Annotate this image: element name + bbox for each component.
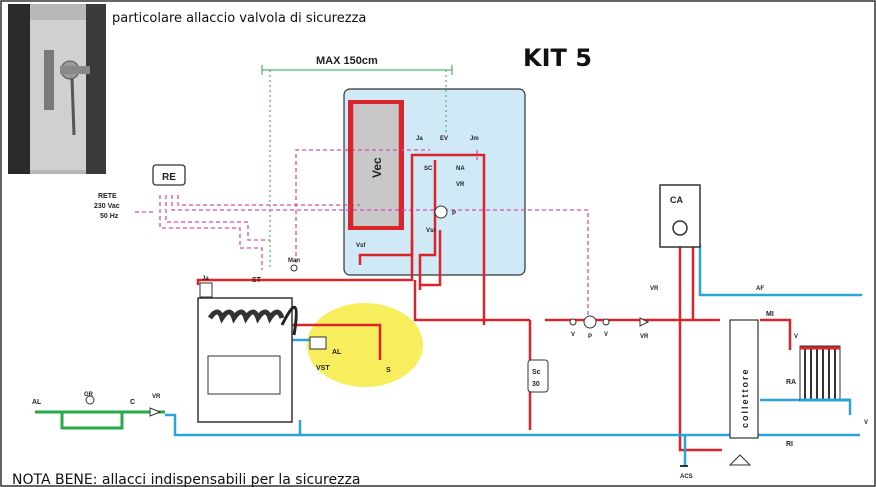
- manometer-icon: [290, 264, 298, 272]
- acs-label: ACS: [680, 474, 693, 480]
- sc30-device: [527, 359, 549, 393]
- valve-icon: [602, 318, 610, 326]
- vr-mid-label: VR: [640, 334, 649, 340]
- pump-top-icon: [434, 205, 448, 219]
- gauge-icon: [85, 395, 95, 405]
- ri-label: RI: [786, 441, 793, 448]
- vec-label: Vec: [370, 157, 384, 178]
- re-box: [152, 164, 186, 186]
- max-dimension: [261, 65, 453, 270]
- rete-label: RETE: [98, 193, 117, 200]
- rete-frequency: 50 Hz: [100, 213, 119, 220]
- valve-photo: [8, 4, 106, 174]
- v-ra-bot-label: V: [864, 420, 868, 426]
- expansion-tank: [348, 100, 404, 230]
- c-label: C: [130, 399, 135, 406]
- control-wiring: [135, 149, 589, 320]
- al-right-label: AL: [332, 349, 342, 356]
- manifold: [729, 319, 759, 439]
- al-left-label: AL: [32, 399, 42, 406]
- vr-ca-label: VR: [650, 286, 659, 292]
- check-valve-icon: [149, 407, 162, 417]
- sc-box-value: 30: [532, 381, 540, 388]
- jm-label: Jm: [470, 136, 479, 142]
- drain-icon: [728, 454, 752, 466]
- gas-boiler: [659, 184, 701, 248]
- vr-top-label: VR: [456, 182, 465, 188]
- st-label: ST: [252, 277, 262, 284]
- gr-label: GR: [84, 392, 94, 398]
- collettore-label: collettore: [740, 367, 750, 428]
- sc-box-label: Sc: [532, 369, 541, 376]
- ra-label: RA: [786, 379, 796, 386]
- check-valve-icon: [639, 317, 650, 327]
- vst-label: VST: [316, 365, 330, 372]
- kit-title: KIT 5: [523, 44, 592, 72]
- pump-mid-icon: [583, 315, 597, 329]
- ja-boiler-label: Ja: [202, 276, 209, 282]
- na-label: NA: [456, 166, 465, 172]
- v-ra-top-label: V: [794, 334, 798, 340]
- ja-top-label: Ja: [416, 136, 423, 142]
- caption: particolare allaccio valvola di sicurezz…: [112, 11, 366, 26]
- ca-label: CA: [670, 195, 683, 205]
- rete-voltage: 230 Vac: [94, 203, 120, 210]
- vr-left-label: VR: [152, 394, 161, 400]
- v2-label: V: [604, 332, 608, 338]
- radiator: [799, 345, 850, 402]
- boiler: [197, 282, 298, 423]
- af-label: AF: [756, 286, 764, 292]
- p-mid-label: P: [588, 334, 592, 340]
- safety-valve-icon: [309, 336, 327, 350]
- vsf-label: Vsf: [356, 243, 366, 249]
- max-label: MAX 150cm: [316, 55, 378, 67]
- mi-label: MI: [766, 311, 774, 318]
- sc-label: SC: [424, 166, 433, 172]
- v1-label: V: [571, 332, 575, 338]
- s-label: S: [386, 367, 391, 374]
- ev-label: EV: [440, 136, 448, 142]
- re-label: RE: [162, 172, 176, 183]
- vsr-label: Vsr: [426, 228, 436, 234]
- p-top-label: P: [452, 211, 456, 217]
- footer-note: NOTA BENE: allacci indispensabili per la…: [12, 472, 360, 487]
- water-inlet: [35, 410, 165, 430]
- man-label: Man: [288, 258, 300, 264]
- valve-icon: [569, 318, 577, 326]
